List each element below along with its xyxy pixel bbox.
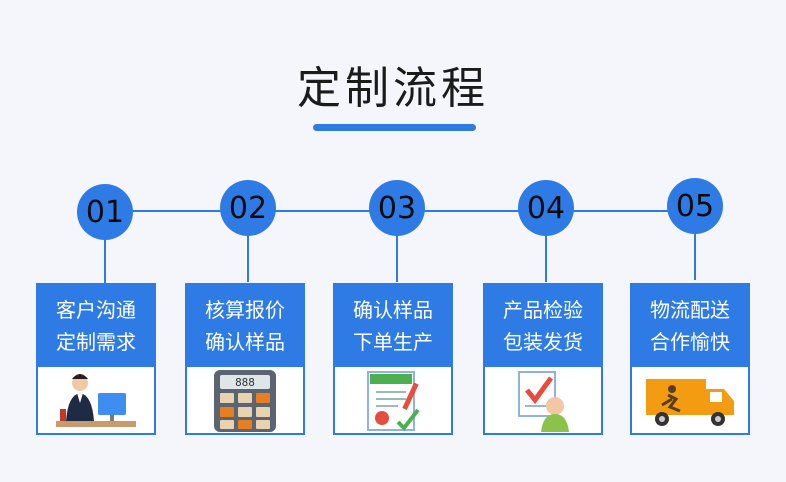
title-underline (313, 124, 476, 131)
step-4-connector (545, 232, 547, 282)
step-5-label: 物流配送 合作愉快 (632, 285, 748, 367)
step-2-connector (247, 232, 249, 282)
step-3-line1: 确认样品 (353, 298, 433, 322)
step-3-line2: 下单生产 (353, 330, 433, 354)
inspector-checklist-icon (485, 367, 601, 435)
step-3-number: 03 (369, 180, 425, 236)
step-1-label: 客户沟通 定制需求 (38, 285, 154, 367)
calculator-icon: 888 (187, 367, 303, 435)
step-1-line1: 客户沟通 (56, 298, 136, 322)
step-1-connector (104, 235, 106, 285)
step-2-number: 02 (220, 180, 276, 236)
step-1-card: 客户沟通 定制需求 (36, 283, 156, 435)
step-5-connector (694, 230, 696, 280)
step-1-number: 01 (77, 184, 133, 240)
step-2-line2: 确认样品 (205, 330, 285, 354)
step-4-line1: 产品检验 (503, 298, 583, 322)
step-5-line1: 物流配送 (650, 298, 730, 322)
person-at-computer-icon (38, 367, 154, 435)
step-1-line2: 定制需求 (56, 330, 136, 354)
step-3-connector (396, 232, 398, 282)
step-2-label: 核算报价 确认样品 (187, 285, 303, 367)
step-4-number: 04 (518, 180, 574, 236)
step-3-card: 确认样品 下单生产 (333, 283, 453, 435)
step-5-card: 物流配送 合作愉快 (630, 283, 750, 435)
step-5-line2: 合作愉快 (650, 330, 730, 354)
calculator-display: 888 (235, 376, 255, 389)
page-title: 定制流程 (297, 63, 489, 114)
delivery-truck-icon (632, 367, 748, 435)
step-4-line2: 包装发货 (503, 330, 583, 354)
step-5-number: 05 (667, 178, 723, 234)
step-4-card: 产品检验 包装发货 (483, 283, 603, 435)
certificate-document-icon (335, 367, 451, 435)
step-3-label: 确认样品 下单生产 (335, 285, 451, 367)
step-4-label: 产品检验 包装发货 (485, 285, 601, 367)
step-2-line1: 核算报价 (205, 298, 285, 322)
step-2-card: 核算报价 确认样品 888 (185, 283, 305, 435)
